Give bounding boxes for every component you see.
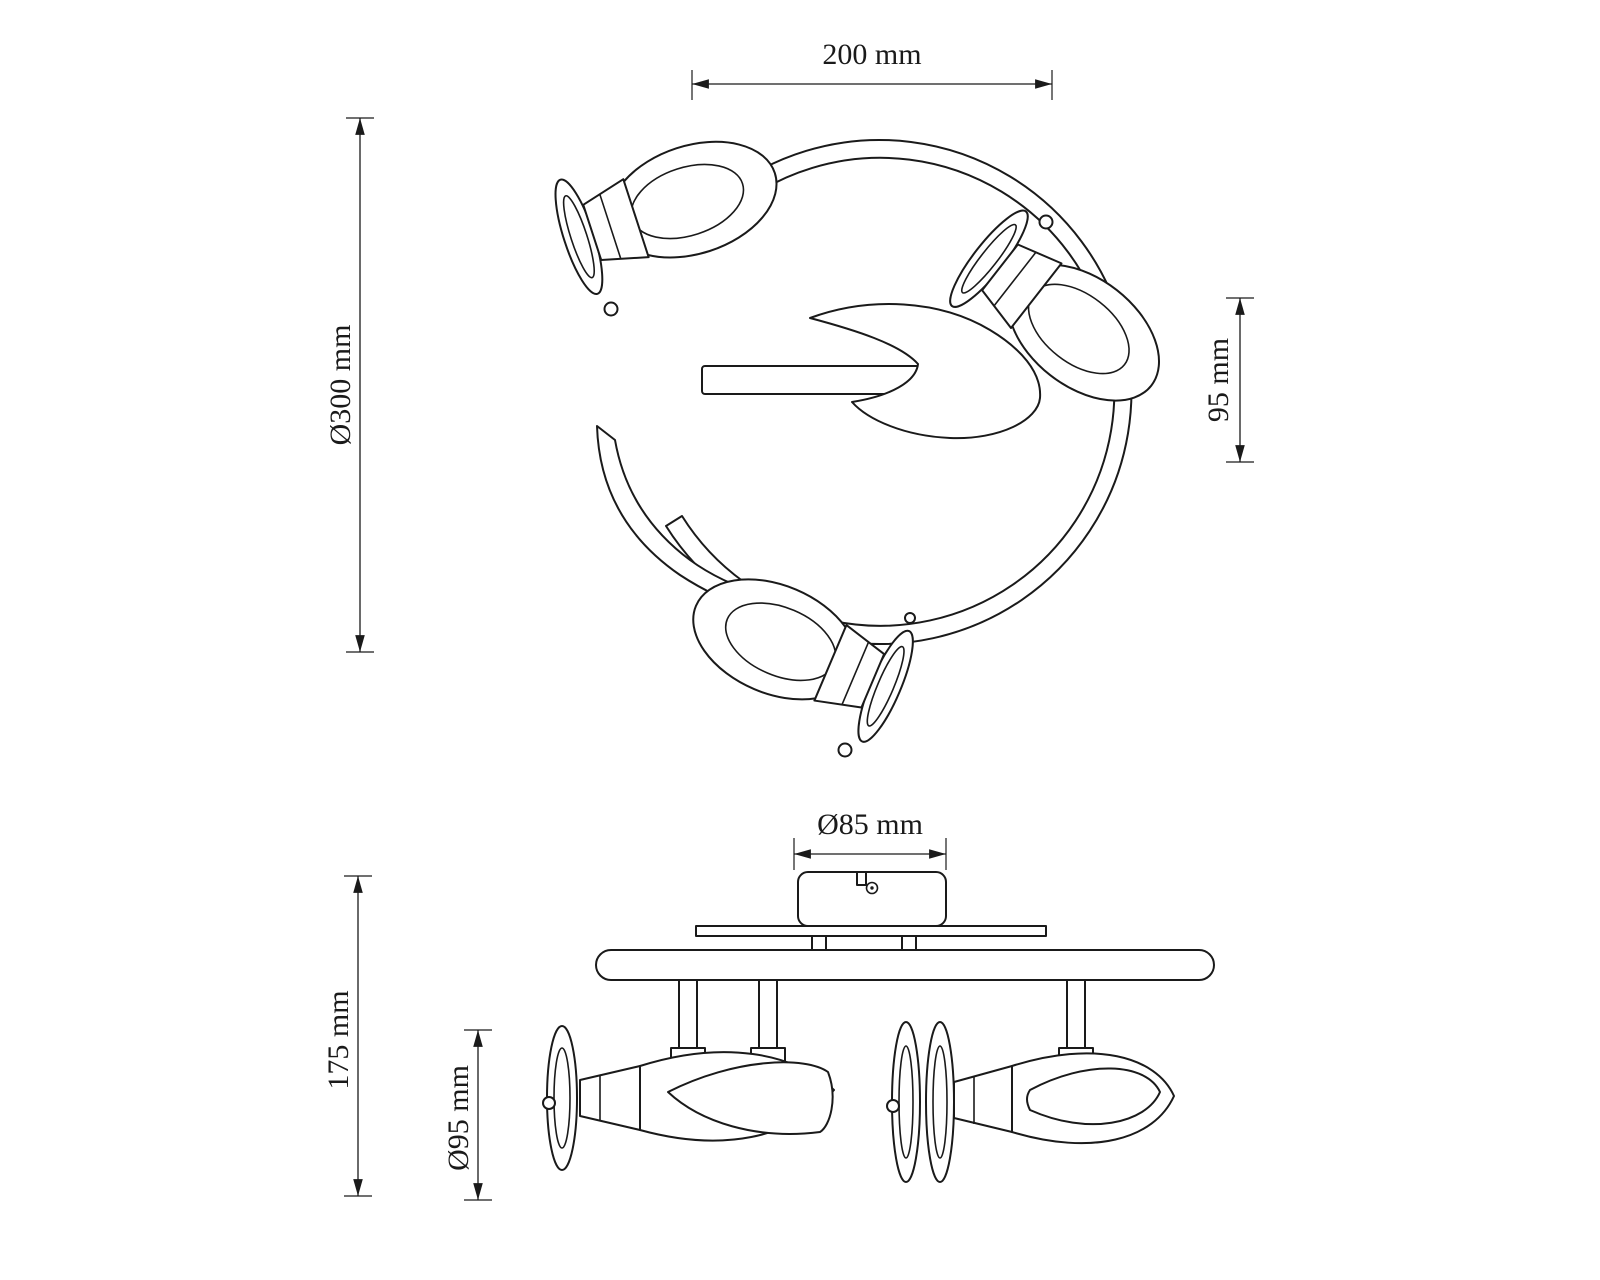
- stem-1: [678, 979, 698, 1051]
- stem-2: [758, 979, 778, 1051]
- side-disc-middle-a-inner: [898, 1045, 914, 1159]
- side-view: [542, 871, 1215, 1183]
- center-blade: [809, 303, 1042, 440]
- side-disc-middle-b-inner: [932, 1045, 948, 1159]
- side-knob-left: [542, 1096, 556, 1110]
- dim-85-label: Ø85 mm: [817, 808, 923, 841]
- lamp-head-top: [545, 115, 795, 300]
- pivot-knob: [904, 612, 916, 624]
- mounting-plate: [695, 925, 1047, 937]
- dim-head-95: 95 mm: [1202, 297, 1254, 463]
- dim-200-label: 200 mm: [822, 38, 921, 71]
- plate-connector-right: [901, 935, 917, 952]
- knob-bottom-head: [837, 742, 853, 758]
- side-back-disc-left-inner: [553, 1047, 571, 1149]
- ceiling-canopy: [797, 871, 947, 927]
- side-knob-middle: [886, 1099, 900, 1113]
- canopy-screw-dot: [870, 886, 874, 890]
- knob-top-head: [603, 301, 619, 317]
- dim-175-label: 175 mm: [322, 990, 355, 1089]
- canopy-screw: [865, 881, 879, 895]
- dim-canopy-85: Ø85 mm: [793, 808, 947, 870]
- canopy-screw-slot: [856, 871, 867, 886]
- stem-3: [1066, 979, 1086, 1051]
- side-glass-blade-left: [667, 1061, 834, 1135]
- top-view: [545, 115, 1190, 758]
- knob-right-head: [1038, 214, 1054, 230]
- side-glass-blade-right: [1026, 1067, 1161, 1126]
- dim-height-175: 175 mm: [322, 875, 372, 1197]
- dim-95-label: 95 mm: [1202, 338, 1235, 422]
- dim-300-label: Ø300 mm: [324, 325, 357, 446]
- spiral-arm-ring: [665, 138, 1133, 645]
- main-bar: [595, 949, 1215, 981]
- side-bracket-left: [579, 1065, 641, 1131]
- plate-connector-left: [811, 935, 827, 952]
- side-bracket-right: [953, 1065, 1013, 1133]
- dim-shade-95: Ø95 mm: [442, 1029, 492, 1201]
- dim-width-200: 200 mm: [691, 38, 1053, 100]
- dim-diameter-300: Ø300 mm: [324, 117, 374, 653]
- dim-95b-label: Ø95 mm: [442, 1065, 475, 1171]
